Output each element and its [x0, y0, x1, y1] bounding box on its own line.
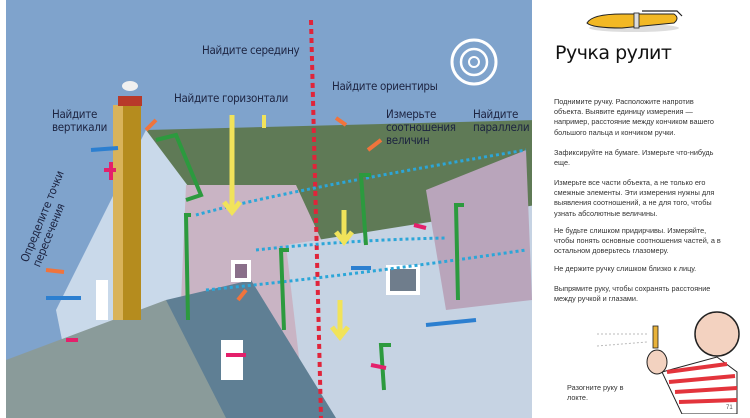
paragraph: Выпрямите руку, чтобы сохранять расстоян… — [554, 284, 711, 304]
midline-guide — [309, 19, 323, 418]
pink-marks — [66, 162, 427, 370]
label-find-middle: Найдите середину — [202, 43, 300, 57]
label-measure-proportions: Измерьте соотношения величин — [386, 107, 456, 147]
paragraph: Не будьте слишком придирчивы. Измеряйте,… — [554, 226, 721, 256]
house-illustration: Найдите середину Найдите горизонтали Най… — [6, 0, 532, 418]
seagull — [122, 81, 138, 91]
orange-arrow — [45, 116, 383, 302]
man-with-pen-illustration — [596, 311, 740, 414]
caption: Разогните руку в локте. — [567, 383, 624, 402]
paragraph: Поднимите ручку. Расположите напротив об… — [554, 97, 714, 137]
pen-icon — [586, 10, 683, 32]
label-find-verticals: Найдите вертикали — [52, 107, 108, 134]
blue-arrow — [46, 146, 477, 327]
house-drawing — [6, 19, 532, 418]
sun-swirl-icon — [450, 38, 498, 86]
paragraph: Не держите ручку слишком близко к лицу. — [554, 264, 697, 273]
vertical-guide — [155, 132, 204, 202]
label-find-landmarks: Найдите ориентиры — [332, 79, 438, 93]
yellow-arrow — [222, 115, 242, 217]
label-find-horizontals: Найдите горизонтали — [174, 91, 289, 105]
text-page: Ручка рулит Поднимите ручку. Расположите… — [532, 0, 750, 418]
page-title: Ручка рулит — [555, 42, 672, 64]
page-number: 71 — [726, 405, 733, 411]
foreground-roof-2 — [166, 280, 336, 418]
paragraph: Зафиксируйте на бумаге. Измерьте что-ниб… — [554, 148, 714, 168]
house-far-right — [426, 150, 532, 310]
paragraph: Измерьте все части объекта, а не только … — [554, 178, 715, 218]
label-find-parallels: Найдите параллели — [473, 107, 530, 134]
